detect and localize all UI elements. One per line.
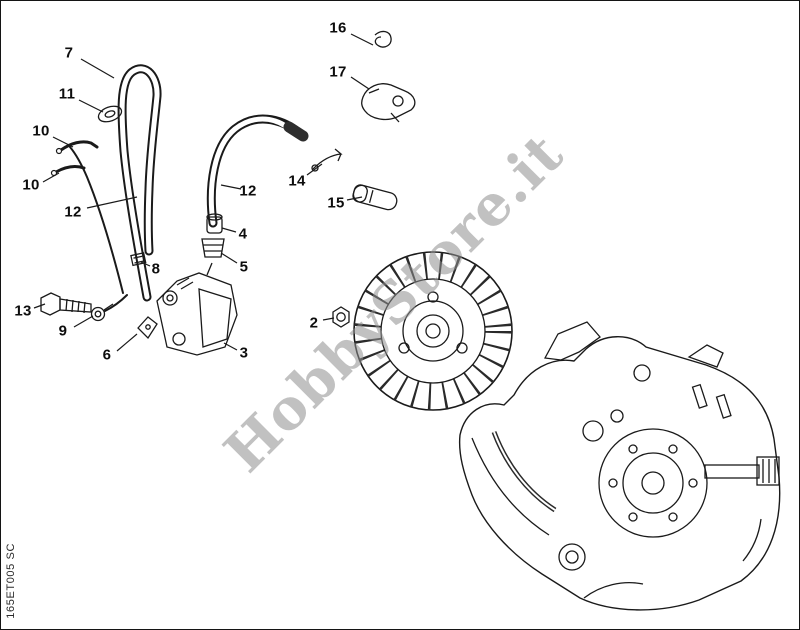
callout-3: 3 xyxy=(239,344,249,362)
callout-13: 13 xyxy=(14,302,32,320)
spring-clip-art xyxy=(374,30,392,48)
plug-cap-art xyxy=(352,184,398,211)
ignition-lead-left-art xyxy=(69,64,162,312)
callout-6: 6 xyxy=(102,346,112,364)
short-circuit-wires-art xyxy=(50,140,99,177)
callout-15: 15 xyxy=(327,194,345,212)
callout-8: 8 xyxy=(151,260,161,278)
callout-14: 14 xyxy=(288,172,306,190)
callout-17: 17 xyxy=(329,63,347,81)
ring-terminal-art xyxy=(90,303,114,322)
spring-lever-art xyxy=(311,148,343,172)
grommet-art xyxy=(97,105,123,123)
callout-2: 2 xyxy=(309,314,319,332)
flywheel-nut-art xyxy=(332,306,350,328)
callout-5: 5 xyxy=(239,258,249,276)
callout-9: 9 xyxy=(58,322,68,340)
callout-10: 10 xyxy=(32,122,50,140)
screw-art xyxy=(40,292,92,316)
callout-11: 11 xyxy=(58,85,76,103)
clip-art xyxy=(130,252,147,267)
flywheel-art xyxy=(353,251,513,411)
lead-sleeve-art xyxy=(201,213,225,276)
callout-10: 10 xyxy=(22,176,40,194)
switch-shaft-art xyxy=(361,83,416,123)
callout-4: 4 xyxy=(238,225,248,243)
ignition-module-art xyxy=(156,272,238,356)
callout-7: 7 xyxy=(64,44,74,62)
crankcase-art xyxy=(458,321,781,611)
callout-12: 12 xyxy=(64,203,82,221)
ignition-lead-middle-art xyxy=(206,114,309,228)
callout-16: 16 xyxy=(329,19,347,37)
document-code: 165ET005 SC xyxy=(5,543,17,619)
callout-12: 12 xyxy=(239,182,257,200)
clamp-art xyxy=(137,316,158,340)
